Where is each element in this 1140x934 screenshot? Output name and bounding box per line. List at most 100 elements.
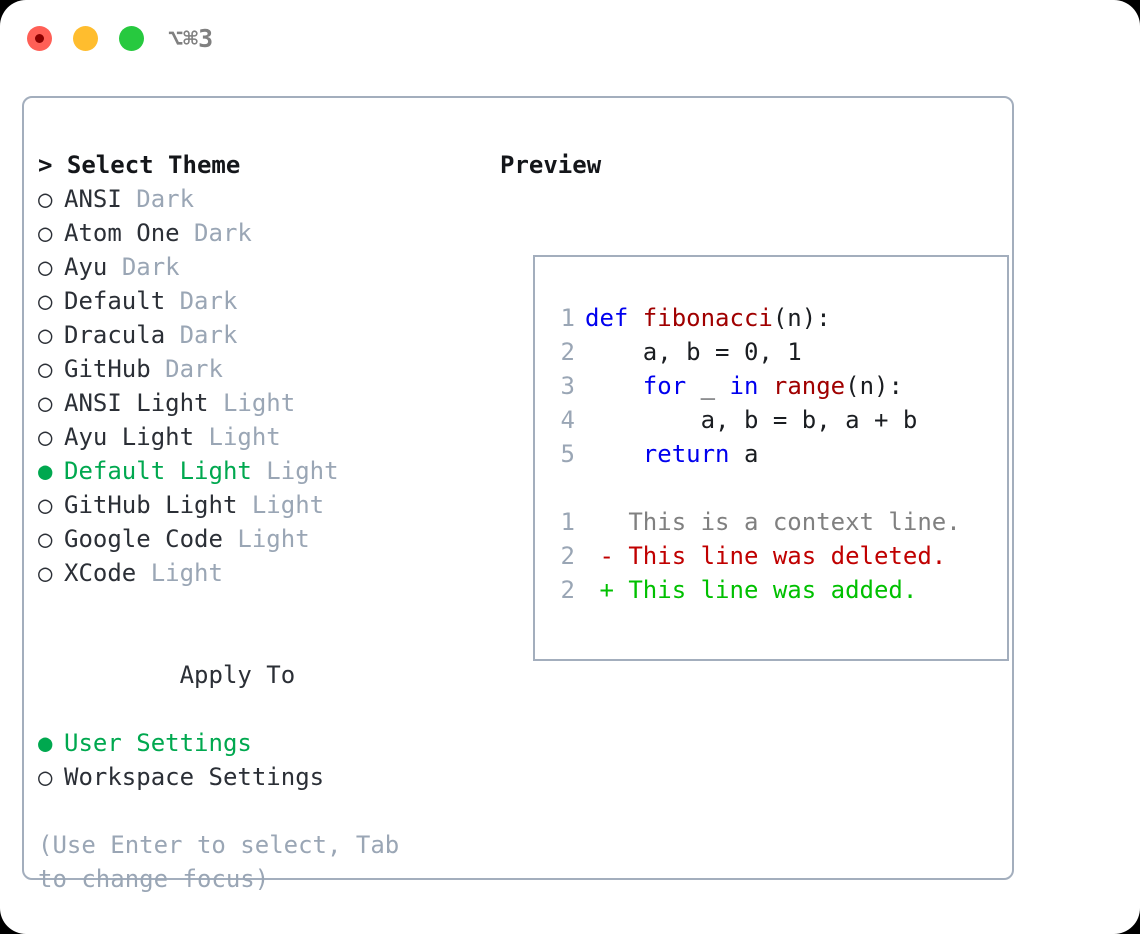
code-diff-spacer [549,471,999,505]
line-number: 2 [560,338,575,366]
radio-unselected-icon: ○ [38,321,53,349]
theme-item-atom-one[interactable]: ○ Atom One Dark [38,216,478,250]
radio-unselected-icon: ○ [38,253,53,281]
line-number: 1 [560,304,575,332]
diff-line: 2 + This line was added. [549,573,999,607]
theme-item-kind: Dark [121,253,180,281]
theme-item-label: Dracula [64,321,166,349]
code-token: in [729,372,759,400]
radio-unselected-icon: ○ [38,763,53,791]
code-token: (n): [772,304,831,332]
apply-to-indent [154,658,180,692]
apply-to-item-workspace-settings[interactable]: ○ Workspace Settings [38,760,478,794]
preview-title: Preview [500,151,602,179]
theme-item-xcode[interactable]: ○XCode Light [38,556,478,590]
diff-line: 2 - This line was deleted. [549,539,999,573]
code-line: 3 for _ in range(n): [549,369,999,403]
line-number: 3 [560,372,575,400]
theme-item-label: GitHub Light [64,491,238,519]
code-token: return [642,440,730,468]
code-token: a, b = b, a + b [585,406,918,434]
radio-unselected-icon: ○ [38,287,53,315]
radio-unselected-icon: ○ [38,525,53,553]
code-token [585,440,643,468]
theme-item-kind: Dark [194,219,252,247]
radio-unselected-icon: ○ [38,355,53,383]
theme-item-kind: Light [266,457,339,485]
line-number: 2 [560,576,575,604]
theme-item-label: Default [64,287,166,315]
radio-unselected-icon: ○ [38,185,53,213]
main-panel: > Select Theme ○ANSI Dark○Atom One Dark○… [22,96,1014,893]
theme-item-kind: Light [222,389,296,417]
theme-item-github-light[interactable]: ○ GitHub Light Light [38,488,478,522]
theme-item-label: GitHub [64,355,151,383]
title-bar: ⌥⌘3 [0,0,1140,80]
theme-item-ansi[interactable]: ○ ANSI Dark [38,182,478,216]
line-number: 2 [560,542,575,570]
apply-to-header: Apply To [38,624,478,726]
apply-to-item-label: Workspace Settings [64,763,325,791]
theme-item-kind: Dark [165,355,223,383]
theme-item-google-code[interactable]: ○Google Code Light [38,522,478,556]
close-button[interactable] [27,26,52,51]
theme-item-kind: Dark [179,321,238,349]
code-token: a [729,440,759,468]
apply-to-list[interactable]: ●User Settings ○ Workspace Settings [38,726,478,794]
code-token: def [585,304,643,332]
code-line: 4 a, b = b, a + b [549,403,999,437]
theme-item-label: ANSI [64,185,122,213]
radio-unselected-icon: ○ [38,219,53,247]
code-token: This is a context line. [585,508,961,536]
minimize-button[interactable] [73,26,98,51]
theme-item-kind: Dark [179,287,238,315]
theme-item-kind: Dark [136,185,195,213]
radio-unselected-icon: ○ [38,423,53,451]
apply-to-item-user-settings[interactable]: ●User Settings [38,726,478,760]
line-number: 4 [560,406,575,434]
code-token: (n): [845,372,903,400]
list-spacer [38,590,478,624]
radio-unselected-icon: ○ [38,389,53,417]
theme-picker-column: > Select Theme ○ANSI Dark○Atom One Dark○… [38,148,478,896]
code-line: 1 def fibonacci(n): [549,301,999,335]
theme-item-ayu-light[interactable]: ○Ayu Light Light [38,420,478,454]
theme-item-ayu[interactable]: ○ Ayu Dark [38,250,478,284]
theme-item-label: Ayu Light [64,423,195,451]
theme-item-label: Ayu [64,253,108,281]
theme-item-dracula[interactable]: ○ Dracula Dark [38,318,478,352]
theme-item-label: Default Light [64,457,252,485]
theme-item-kind: Light [150,559,223,587]
code-token: + This line was added. [585,576,918,604]
code-token: for [642,372,687,400]
theme-list[interactable]: ○ ANSI Dark ○ Atom One Dark ○ Ayu Dark ○ Defaul… [38,182,478,590]
theme-item-default-light[interactable]: ● Default Light Light [38,454,478,488]
radio-unselected-icon: ○ [38,491,53,519]
radio-selected-icon: ● [38,729,53,757]
code-line: 2 a, b = 0, 1 [549,335,999,369]
theme-item-kind: Light [251,491,325,519]
maximize-button[interactable] [119,26,144,51]
diff-line: 1 This is a context line. [549,505,999,539]
theme-item-label: Atom One [64,219,180,247]
code-token [585,372,643,400]
radio-selected-icon: ● [38,457,53,485]
code-token: range [772,372,846,400]
theme-item-github[interactable]: ○ GitHub Dark [38,352,478,386]
code-token: fibonacci [642,304,773,332]
window-controls [27,26,144,51]
line-number: 1 [560,508,575,536]
diff-block: 1 This is a context line.2 - This line w… [549,505,999,607]
theme-item-default[interactable]: ○ Default Dark [38,284,478,318]
theme-item-kind: Light [237,525,310,553]
apply-to-label: Apply To [179,661,296,689]
theme-item-ansi-light[interactable]: ○ANSI Light Light [38,386,478,420]
radio-unselected-icon: ○ [38,559,53,587]
hint-spacer [38,794,478,828]
code-token: - This line was deleted. [585,542,947,570]
